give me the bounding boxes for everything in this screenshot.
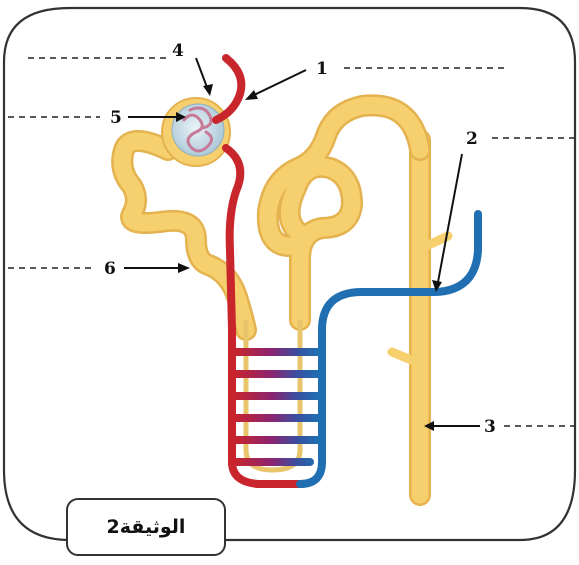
document-caption: الوثيقة2 [107, 516, 186, 538]
arrow-5 [128, 112, 186, 122]
label-4: 4 [172, 41, 184, 61]
arrow-6 [124, 263, 190, 273]
label-3: 3 [484, 417, 496, 437]
label-2: 2 [466, 129, 478, 149]
arrow-2 [432, 154, 462, 292]
document-caption-box: الوثيقة2 [66, 498, 226, 556]
label-5: 5 [110, 108, 122, 128]
arrow-1 [245, 70, 306, 100]
label-1: 1 [316, 59, 328, 79]
arrow-3 [424, 421, 480, 431]
label-6: 6 [104, 259, 116, 279]
arrow-4 [196, 58, 213, 96]
